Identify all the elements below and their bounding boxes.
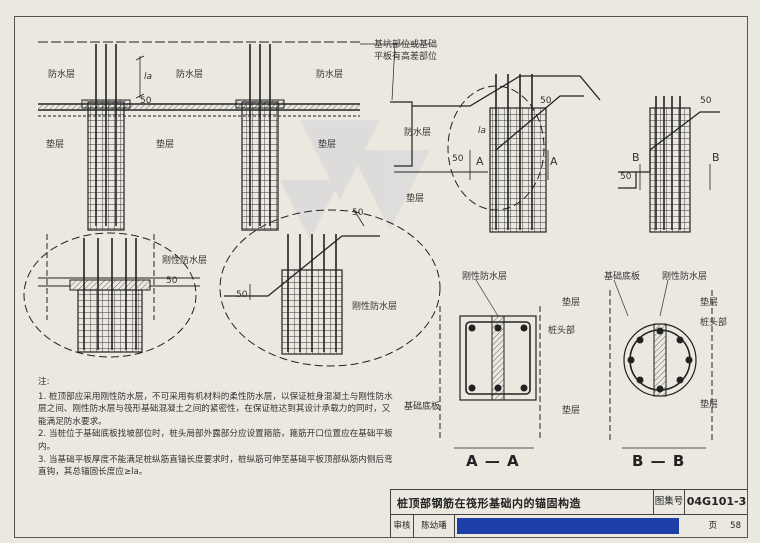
notes-block: 注: 1. 桩顶部应采用刚性防水层，不可采用有机材料的柔性防水层，以保证桩身混凝…	[38, 376, 393, 479]
set-label: 图集号	[653, 490, 684, 514]
cut-a-label: A	[476, 155, 484, 168]
cushion-label: 垫层	[406, 194, 425, 204]
watermark	[280, 120, 430, 240]
waterproof-label: 防水层	[404, 128, 432, 138]
page-label: 页	[708, 521, 717, 531]
redaction-bar	[457, 518, 679, 534]
waterproof-label: 防水层	[316, 70, 344, 80]
anchor-length-label: la	[144, 72, 153, 82]
pit-note-line2: 平板有高差部位	[374, 52, 438, 62]
cushion-label: 垫层	[562, 406, 581, 416]
cushion-label: 垫层	[46, 140, 65, 150]
anchor-length-label: la	[478, 126, 487, 136]
detail-zoom-step	[219, 209, 441, 367]
note-item: 1. 桩顶部应采用刚性防水层，不可采用有机材料的柔性防水层，以保证桩身混凝土与刚…	[38, 391, 393, 427]
notes-heading: 注:	[38, 377, 50, 387]
section-b-b-title: B — B	[632, 452, 686, 470]
review-label: 审核	[391, 515, 414, 537]
section-b-b	[609, 290, 713, 449]
cut-b-label: B	[632, 151, 640, 164]
waterproof-label: 防水层	[48, 70, 76, 80]
rigid-waterproof-label: 刚性防水层	[662, 272, 708, 282]
detail-zoom-left	[38, 238, 200, 353]
detail-cut-b	[618, 96, 720, 233]
pit-note-line1: 基坑部位或基础	[374, 40, 438, 50]
cushion-label: 垫层	[700, 400, 719, 410]
cushion-label: 垫层	[156, 140, 175, 150]
detail-top-left	[23, 41, 360, 358]
base-plate-label: 基础底板	[404, 402, 441, 412]
rigid-waterproof-label: 刚性防水层	[162, 256, 208, 266]
drawing-title: 桩顶部钢筋在筏形基础内的锚固构造	[397, 497, 581, 510]
rigid-waterproof-label: 刚性防水层	[462, 272, 508, 282]
page-number: 58	[730, 521, 741, 531]
pile-head-label: 桩头部	[700, 318, 728, 328]
set-number: 04G101-3	[684, 490, 748, 514]
cushion-label: 垫层	[318, 140, 337, 150]
review-name: 陈幼璠	[414, 515, 455, 537]
dim-50-label: 50	[140, 96, 152, 106]
section-a-a-title: A — A	[466, 452, 520, 470]
dim-50-label: 50	[236, 290, 248, 300]
detail-cut-a	[360, 43, 601, 233]
dim-50-label: 50	[620, 172, 632, 182]
rigid-waterproof-label: 刚性防水层	[352, 302, 398, 312]
leader-lines	[475, 279, 669, 317]
cushion-label: 垫层	[562, 298, 581, 308]
drawing-frame	[14, 16, 748, 538]
waterproof-label: 防水层	[176, 70, 204, 80]
pile-head-label: 桩头部	[548, 326, 576, 336]
cut-b-label: B	[712, 151, 720, 164]
dim-50-label: 50	[166, 276, 178, 286]
note-item: 3. 当基础平板厚度不能满足桩纵筋直锚长度要求时，桩纵筋可伸至基础平板顶部纵筋内…	[38, 454, 393, 478]
title-block: 桩顶部钢筋在筏形基础内的锚固构造 图集号 04G101-3 审核 陈幼璠 页 5…	[390, 489, 747, 537]
dim-50-label: 50	[352, 208, 364, 218]
dim-50-label: 50	[540, 96, 552, 106]
dim-50-label: 50	[452, 154, 464, 164]
base-plate-label: 基础底板	[604, 272, 641, 282]
cushion-label: 垫层	[700, 298, 719, 308]
cut-a-label: A	[550, 155, 558, 168]
note-item: 2. 当桩位于基础底板找坡部位时，桩头局部外露部分应设置箍筋，箍筋开口位置应在基…	[38, 429, 393, 452]
dim-50-label: 50	[700, 96, 712, 106]
section-a-a	[439, 306, 541, 449]
